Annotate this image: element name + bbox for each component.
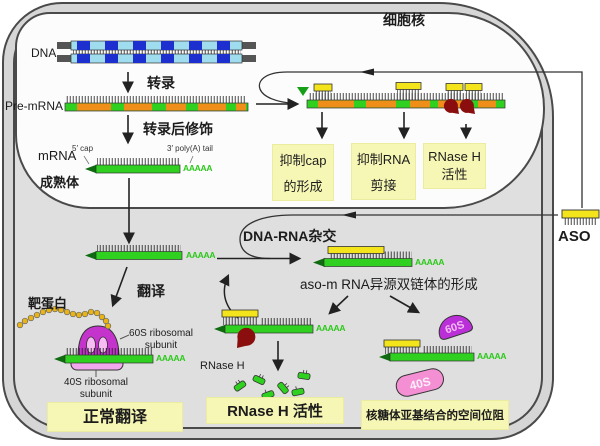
aso-entry-cytoplasm-arrowhead: [342, 211, 356, 219]
ribosome-40s-line2: subunit: [79, 389, 113, 400]
rnase-h-enzyme: [237, 327, 256, 348]
rnase-pathway-complex: [214, 309, 314, 348]
rnase-h-label: RNase H: [200, 360, 245, 372]
dna-label: DNA: [31, 46, 57, 60]
free-40s-subunit: 40S: [395, 368, 444, 397]
rnase-activity-top-box: RNase H 活性: [423, 143, 486, 189]
heteroduplex-label: aso-m RNA异源双链体的形成: [300, 277, 478, 292]
dna-double-strand: [57, 40, 256, 64]
arrow-to-rnase-pathway: [328, 295, 349, 315]
nucleus-title: 细胞核: [383, 12, 425, 28]
ribosome-60s-line2: subunit: [144, 340, 178, 351]
polya-seq-ribosome: AAAAA: [156, 353, 186, 363]
mature-label: 成熟体: [40, 175, 80, 190]
aso-molecule: [561, 209, 600, 225]
translation-arrow: [110, 266, 128, 308]
ribosome-40s-line1: 40S ribosomal: [64, 377, 128, 388]
polya-tail-label: 3′ poly(A) tail: [167, 144, 213, 153]
inhibit-splice-box: 抑制RNA 剪接: [351, 143, 416, 200]
polya-seq-heteroduplex: AAAAA: [415, 257, 445, 267]
target-protein-label: 靶蛋白: [28, 296, 68, 311]
pre-mrna-label: Pre-mRNA: [5, 99, 64, 113]
inhibit-splice-line2: 剪接: [370, 178, 397, 193]
aso-entry-nucleus-line: [258, 71, 583, 208]
steric-block-box: 核糖体亚基结合的空间位阻: [361, 400, 509, 430]
pre-mrna-strand: [64, 96, 249, 112]
mature-mrna-cytoplasm: [85, 245, 183, 260]
rnase-activity-top-line2: 活性: [441, 167, 468, 182]
transcription-label: 转录: [147, 75, 175, 91]
steric-pathway-complex: [379, 339, 475, 362]
five-cap-label: 5′ cap: [72, 144, 94, 153]
nascent-protein-chain: [16, 305, 112, 330]
inhibit-cap-line1: 抑制cap: [279, 153, 327, 168]
rnase-activity-top-line1: RNase H: [428, 149, 481, 164]
aso-mrna-heteroduplex: [313, 246, 413, 267]
polya-seq-cytoplasm: AAAAA: [186, 250, 216, 260]
rnase-activity-bottom-box: RNase H 活性: [206, 397, 344, 424]
mrna-fragments: [233, 369, 311, 400]
aso-bound-pre-mrna: [297, 82, 506, 114]
post-modification-label: 转录后修饰: [143, 121, 213, 137]
aso-entry-cytoplasm-line: [239, 214, 558, 260]
ribosome-60s-label: 60S ribosomal subunit: [124, 328, 198, 352]
free-40s-label: 40S: [408, 374, 432, 393]
polya-seq-nucleus: AAAAA: [183, 163, 213, 173]
mature-mrna-nucleus: [83, 155, 194, 174]
aso-label: ASO: [558, 228, 591, 245]
mrna-label: mRNA: [38, 148, 77, 163]
inhibit-cap-line2: 的形成: [283, 179, 323, 194]
inhibit-cap-box: 抑制cap 的形成: [272, 144, 334, 201]
inhibit-splice-line1: 抑制RNA: [356, 152, 411, 167]
translation-label: 翻译: [137, 283, 165, 299]
aso-entry-nucleus-arrowhead: [360, 68, 374, 76]
normal-translation-box: 正常翻译: [47, 402, 183, 432]
free-60s-label: 60S: [444, 319, 466, 336]
ribosome-40s-label: 40S ribosomal subunit: [58, 377, 134, 401]
hybridization-label: DNA-RNA杂交: [243, 228, 337, 244]
ribosome-complex: [54, 325, 154, 377]
free-60s-subunit: 60S: [438, 314, 473, 340]
polya-seq-steric: AAAAA: [477, 351, 507, 361]
ribosome-60s-line1: 60S ribosomal: [129, 328, 193, 339]
polya-seq-rnase: AAAAA: [316, 323, 346, 333]
rnase-h-enzymes-nucleus: [443, 98, 475, 114]
arrow-to-steric-pathway: [389, 295, 421, 314]
